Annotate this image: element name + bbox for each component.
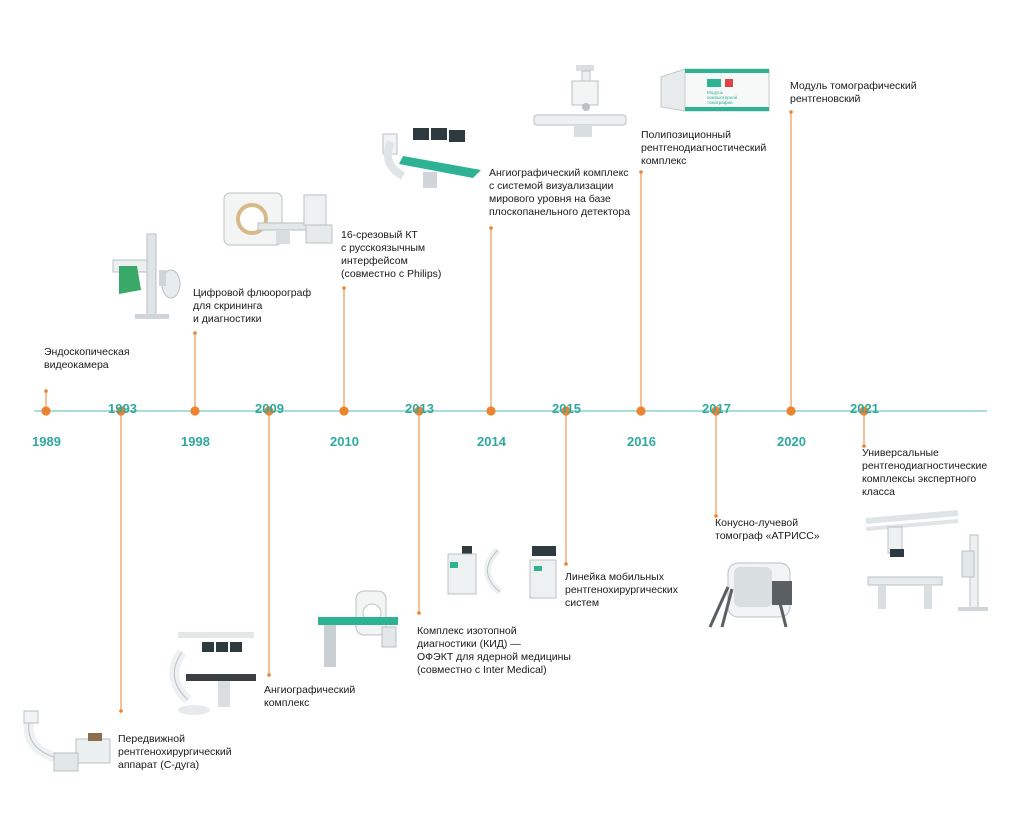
multiposition-xray-image: [533, 65, 627, 137]
milestone-caption-2017: Конусно-лучевой томограф «АТРИСС»: [715, 517, 820, 542]
connector-end-2013: [417, 611, 421, 615]
milestone-dot-2017: [711, 406, 721, 416]
year-label-2009: 2009: [255, 401, 284, 416]
milestone-caption-1998: Цифровой флюорограф для скрининга и диаг…: [193, 287, 312, 325]
milestone-caption-2010: 16-срезовый КТ с русскоязычным интерфейс…: [341, 229, 442, 280]
year-label-1998: 1998: [181, 434, 210, 449]
milestone-dot-2015: [561, 406, 571, 416]
milestone-dot-2016: [636, 406, 646, 416]
milestone-dot-2013: [414, 406, 424, 416]
milestone-dot-1989: [41, 406, 51, 416]
milestone-caption-2013: Комплекс изотопной диагностики (КИД) — О…: [417, 625, 571, 676]
connector-end-2021: [862, 444, 866, 448]
connector-end-2020: [789, 110, 793, 114]
year-label-2013: 2013: [405, 401, 434, 416]
year-label-1993: 1993: [108, 401, 137, 416]
connector-end-2010: [342, 286, 346, 290]
milestone-dot-2014: [486, 406, 496, 416]
milestone-caption-2020: Модуль томографический рентгеновский: [790, 80, 917, 105]
milestone-caption-2016: Полипозиционный рентгенодиагностический …: [641, 129, 767, 167]
spect-image: [318, 590, 398, 667]
milestone-dot-2020: [786, 406, 796, 416]
year-label-2020: 2020: [777, 434, 806, 449]
fluorograph-image: [112, 233, 181, 319]
year-label-2010: 2010: [330, 434, 359, 449]
milestone-caption-2009: Ангиографический комплекс: [264, 684, 356, 709]
milestone-caption-2021: Универсальные рентгенодиагностические ко…: [862, 447, 988, 498]
tomography-module-image: Модуль компьютерной томографии: [660, 68, 770, 112]
flat-panel-angiography-image: [169, 632, 256, 715]
ct-scanner-image: [223, 192, 333, 246]
connector-end-1998: [193, 331, 197, 335]
year-label-1989: 1989: [32, 434, 61, 449]
year-label-2017: 2017: [702, 401, 731, 416]
module-sign-line1: Модуль: [707, 90, 724, 95]
year-label-2015: 2015: [552, 401, 581, 416]
milestone-dot-1993: [116, 406, 126, 416]
milestone-dot-2021: [859, 406, 869, 416]
year-label-2014: 2014: [477, 434, 506, 449]
milestone-caption-2015: Линейка мобильных рентгенохирургических …: [565, 571, 679, 609]
mobile-surgical-systems-image: [447, 546, 557, 599]
year-label-2021: 2021: [850, 401, 879, 416]
angiography-system-image: [382, 128, 481, 188]
module-sign-line2: компьютерной: [707, 94, 738, 100]
connector-end-2015: [564, 562, 568, 566]
milestone-caption-1989: Эндоскопическая видеокамера: [44, 346, 130, 371]
connector-end-2016: [639, 170, 643, 174]
year-label-2016: 2016: [627, 434, 656, 449]
c-arm-image: [23, 710, 111, 772]
milestone-dot-2009: [264, 406, 274, 416]
cone-beam-tomograph-image: [708, 562, 792, 628]
connector-end-2009: [267, 673, 271, 677]
connector-end-1993: [119, 709, 123, 713]
milestone-dot-1998: [190, 406, 200, 416]
module-sign-line3: томографии: [707, 100, 733, 105]
connector-end-2017: [714, 514, 718, 518]
milestone-dot-2010: [339, 406, 349, 416]
connector-end-1989: [44, 389, 48, 393]
milestone-caption-2014: Ангиографический комплекс с системой виз…: [489, 167, 631, 218]
connector-end-2014: [489, 226, 493, 230]
milestone-caption-1993: Передвижной рентгенохирургический аппара…: [118, 733, 232, 771]
universal-xray-complex-image: [865, 510, 988, 611]
